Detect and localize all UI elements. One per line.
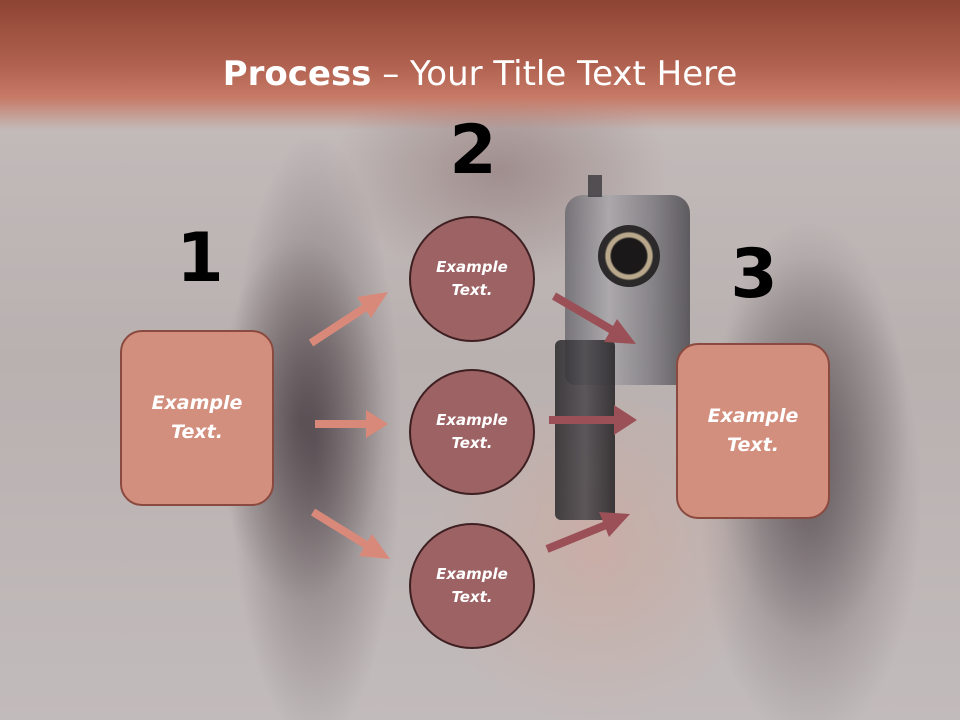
header-band bbox=[0, 0, 960, 130]
background-gun-barrel bbox=[555, 340, 615, 520]
left-text-box[interactable]: Example Text. bbox=[120, 330, 274, 506]
left-box-text: Example Text. bbox=[151, 392, 243, 443]
circle-middle-text: Example Text. bbox=[436, 411, 508, 452]
right-box-text: Example Text. bbox=[707, 405, 799, 456]
slide-title: Process – Your Title Text Here bbox=[0, 52, 960, 96]
background-gun-sight bbox=[588, 175, 602, 197]
background-gun-muzzle bbox=[598, 225, 660, 287]
step-number-3: 3 bbox=[730, 235, 778, 314]
circle-top-text: Example Text. bbox=[436, 258, 508, 299]
step-number-1: 1 bbox=[176, 219, 224, 298]
circle-bottom-text: Example Text. bbox=[436, 565, 508, 606]
circle-top[interactable]: Example Text. bbox=[409, 216, 535, 342]
circle-bottom[interactable]: Example Text. bbox=[409, 523, 535, 649]
right-text-box[interactable]: Example Text. bbox=[676, 343, 830, 519]
title-rest-part: – Your Title Text Here bbox=[371, 54, 738, 94]
step-number-2: 2 bbox=[449, 111, 497, 190]
title-bold-part: Process bbox=[222, 54, 372, 94]
circle-middle[interactable]: Example Text. bbox=[409, 369, 535, 495]
